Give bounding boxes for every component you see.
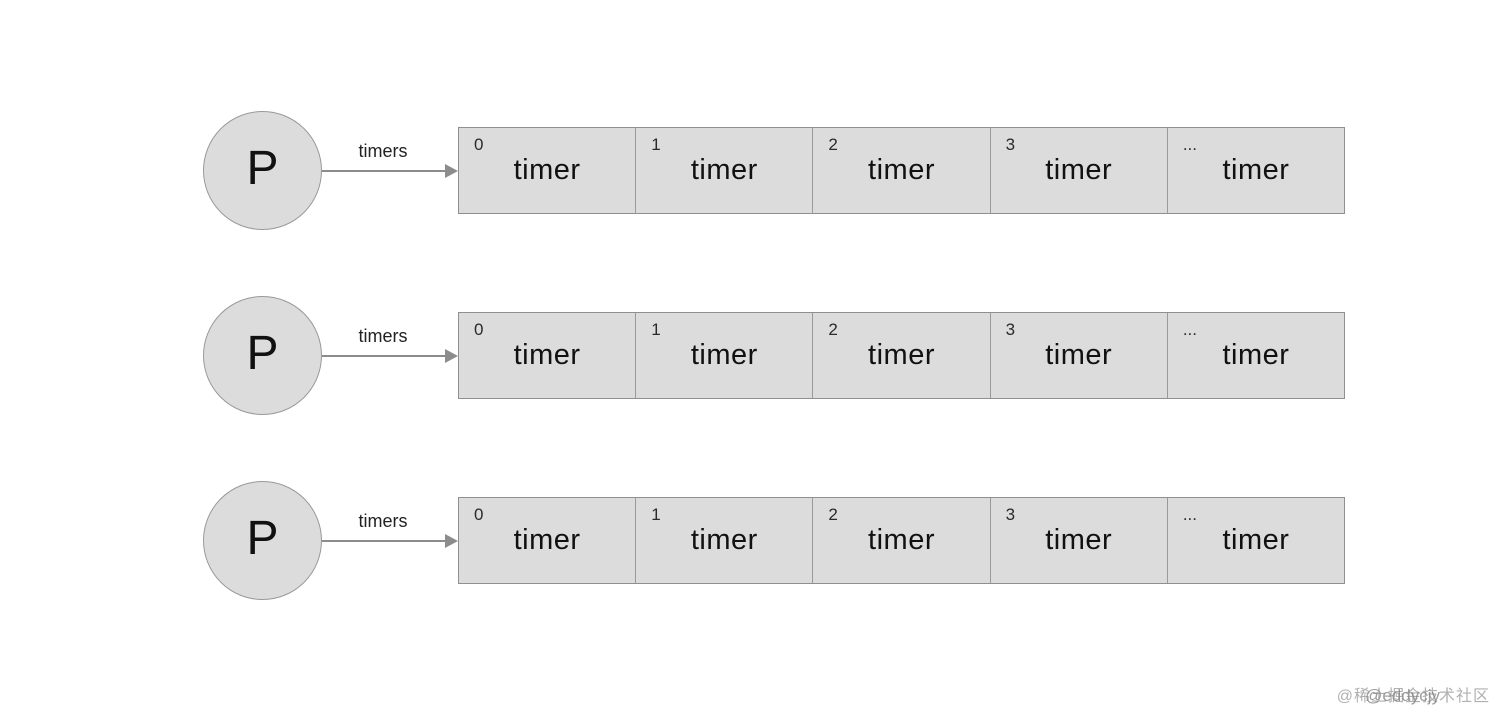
arrow-label: timers xyxy=(358,140,408,161)
watermark: @eddycjy @稀土掘金技术社区 xyxy=(1232,681,1492,705)
timer-array: 0 timer 1 timer 2 timer 3 timer ... time… xyxy=(458,312,1345,399)
timers-arrow: timers xyxy=(322,481,458,600)
cell-label: timer xyxy=(868,339,935,371)
timer-array: 0 timer 1 timer 2 timer 3 timer ... time… xyxy=(458,127,1345,214)
timer-cell: 2 timer xyxy=(813,498,991,583)
processor-label: P xyxy=(246,326,279,380)
cell-index: 2 xyxy=(828,505,838,524)
cell-index: 3 xyxy=(1005,135,1016,154)
processor-row: P timers 0 timer 1 timer 2 timer 3 timer xyxy=(203,296,1345,415)
cell-label: timer xyxy=(690,154,758,186)
timer-cell: 3 timer xyxy=(991,313,1168,398)
arrow-label: timers xyxy=(358,510,408,531)
timer-cell: 1 timer xyxy=(636,498,814,583)
arrow-head-icon xyxy=(445,163,458,178)
timer-cell: 2 timer xyxy=(813,128,991,213)
processor-node: P xyxy=(203,111,322,230)
cell-label: timer xyxy=(513,154,581,186)
timers-arrow: timers xyxy=(322,296,458,415)
timer-cell: 1 timer xyxy=(636,128,814,213)
cell-label: timer xyxy=(513,339,581,371)
timer-cell: 3 timer xyxy=(991,498,1168,583)
cell-label: timer xyxy=(1222,339,1290,371)
cell-label: timer xyxy=(868,154,935,186)
processor-label: P xyxy=(246,141,279,195)
processor-row: P timers 0 timer 1 timer 2 timer 3 timer xyxy=(203,481,1345,600)
watermark-juejin: @稀土掘金技术社区 xyxy=(1336,688,1490,705)
cell-index: 1 xyxy=(651,505,661,524)
arrow-line xyxy=(322,169,447,172)
cell-label: timer xyxy=(690,524,758,556)
cell-index: 0 xyxy=(474,505,484,524)
timer-cell: 3 timer xyxy=(991,128,1168,213)
cell-label: timer xyxy=(1222,524,1290,556)
processor-node: P xyxy=(203,481,322,600)
timer-cell: ... timer xyxy=(1168,128,1344,213)
cell-index: 2 xyxy=(828,320,838,339)
timer-cell: 2 timer xyxy=(813,313,991,398)
cell-index: 0 xyxy=(474,135,484,154)
arrow-head-icon xyxy=(445,348,458,363)
cell-index: ... xyxy=(1182,505,1197,524)
cell-index: 1 xyxy=(651,320,661,339)
timer-cell: ... timer xyxy=(1168,498,1344,583)
cell-label: timer xyxy=(868,524,935,556)
cell-label: timer xyxy=(1222,154,1290,186)
arrow-line xyxy=(322,354,447,357)
timer-cell: 1 timer xyxy=(636,313,814,398)
arrow-line xyxy=(322,539,447,542)
timers-arrow: timers xyxy=(322,111,458,230)
cell-index: 3 xyxy=(1005,505,1016,524)
cell-index: 0 xyxy=(474,320,484,339)
timer-cell: 0 timer xyxy=(459,128,637,213)
watermark-eddycjy: @eddycjy xyxy=(1365,686,1440,705)
arrow-label: timers xyxy=(358,325,408,346)
arrow-head-icon xyxy=(445,533,458,548)
timer-cell: ... timer xyxy=(1168,313,1344,398)
processor-node: P xyxy=(203,296,322,415)
timer-cell: 0 timer xyxy=(459,313,637,398)
cell-label: timer xyxy=(1045,524,1113,556)
processor-label: P xyxy=(246,511,279,565)
cell-index: 1 xyxy=(651,135,661,154)
processor-row: P timers 0 timer 1 timer 2 timer 3 timer xyxy=(203,111,1345,230)
cell-index: 2 xyxy=(828,135,838,154)
cell-label: timer xyxy=(513,524,581,556)
cell-index: ... xyxy=(1182,320,1197,339)
timer-cell: 0 timer xyxy=(459,498,637,583)
timer-array: 0 timer 1 timer 2 timer 3 timer ... time… xyxy=(458,497,1345,584)
cell-index: ... xyxy=(1182,135,1197,154)
cell-label: timer xyxy=(1045,339,1113,371)
cell-label: timer xyxy=(1045,154,1113,186)
cell-label: timer xyxy=(690,339,758,371)
cell-index: 3 xyxy=(1005,320,1016,339)
